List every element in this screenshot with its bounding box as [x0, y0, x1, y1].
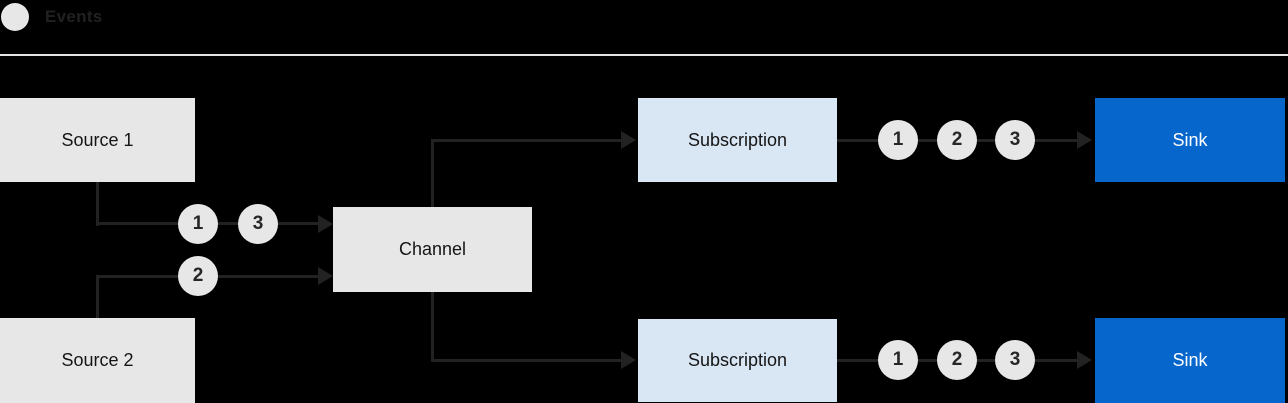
node-source-1: Source 1 — [0, 98, 195, 182]
divider — [0, 54, 1288, 56]
arrowhead-icon — [621, 131, 636, 149]
event-badge-label: 2 — [951, 349, 963, 370]
event-badge: 1 — [178, 204, 218, 244]
event-badge: 2 — [178, 256, 218, 296]
event-badge-label: 2 — [192, 265, 204, 286]
event-badge: 2 — [937, 120, 977, 160]
event-badge: 2 — [937, 340, 977, 380]
node-sink-2: Sink — [1095, 318, 1285, 403]
node-subscription-1: Subscription — [638, 98, 837, 182]
event-badge-label: 3 — [1009, 129, 1021, 150]
node-channel: Channel — [333, 207, 532, 292]
event-badge-label: 3 — [1009, 349, 1021, 370]
event-badge: 3 — [995, 120, 1035, 160]
node-label: Channel — [398, 239, 467, 259]
arrowhead-icon — [1077, 351, 1092, 369]
node-label: Source 1 — [61, 129, 134, 150]
event-badge-label: 1 — [892, 129, 904, 150]
node-label: Subscription — [687, 350, 788, 370]
edge-source2-channel-vertical — [96, 275, 99, 318]
arrowhead-icon — [318, 215, 333, 233]
event-badge-label: 2 — [951, 129, 963, 150]
legend-label: Events — [45, 7, 103, 26]
event-badge-label: 1 — [192, 213, 204, 234]
node-source-2: Source 2 — [0, 318, 195, 403]
node-sink-1: Sink — [1095, 98, 1285, 182]
arrowhead-icon — [318, 267, 333, 285]
node-label: Subscription — [687, 129, 788, 150]
event-badge: 1 — [878, 120, 918, 160]
event-badge-label: 3 — [252, 213, 264, 234]
edge-channel-subscription1-horizontal — [431, 139, 623, 142]
node-label: Source 2 — [61, 350, 134, 370]
event-badge: 3 — [238, 204, 278, 244]
edge-channel-subscription2-vertical — [431, 292, 434, 361]
event-circle-icon — [1, 3, 29, 31]
edge-source1-channel-vertical — [96, 182, 99, 226]
edge-channel-subscription2-horizontal — [431, 359, 623, 362]
arrowhead-icon — [621, 351, 636, 369]
node-label: Sink — [1172, 129, 1208, 150]
event-badge-label: 1 — [892, 349, 904, 370]
node-label: Sink — [1172, 350, 1208, 370]
event-badge: 1 — [878, 340, 918, 380]
edge-channel-subscription1-vertical — [431, 139, 434, 207]
arrowhead-icon — [1077, 131, 1092, 149]
event-badge: 3 — [995, 340, 1035, 380]
node-subscription-2: Subscription — [638, 319, 837, 402]
